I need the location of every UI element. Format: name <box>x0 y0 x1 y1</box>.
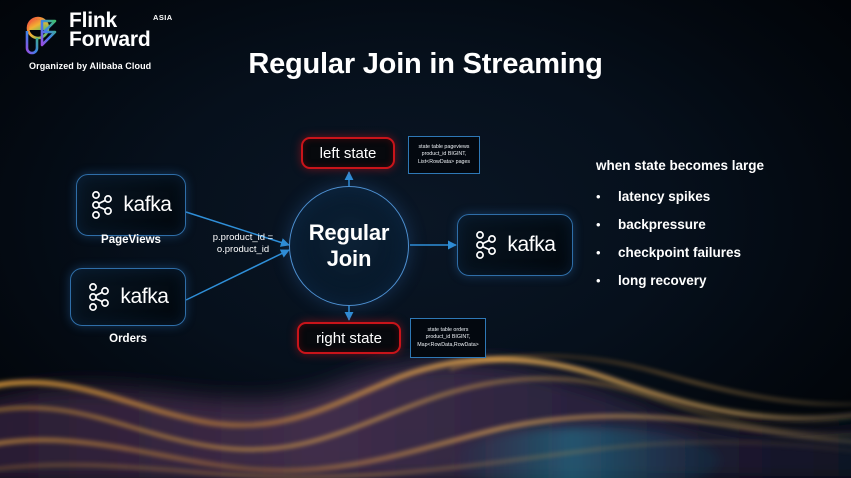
page-title: Regular Join in Streaming <box>248 48 603 80</box>
regular-join-label: Regular Join <box>309 220 390 272</box>
bullet-icon: • <box>596 245 601 260</box>
background-waves <box>0 343 851 478</box>
bullet-icon: • <box>596 273 601 288</box>
left-state-schema-box: state table pageviews product_id BIGINT,… <box>408 136 480 174</box>
list-item: • long recovery <box>596 273 846 288</box>
brand-logo: Flink Forward ASIA Organized by Alibaba … <box>24 9 214 71</box>
brand-logo-row: Flink Forward ASIA <box>24 9 214 55</box>
kafka-icon <box>89 283 110 311</box>
kafka-brand-group: kafka <box>90 190 172 220</box>
kafka-label: kafka <box>123 193 172 216</box>
wave-orange-ribbon-1 <box>0 356 851 428</box>
left-state-schema-text: state table pageviews product_id BIGINT,… <box>417 143 471 165</box>
notes-bullet-label: backpressure <box>618 217 706 232</box>
notes-bullet-label: latency spikes <box>618 189 711 204</box>
organized-by-text: Organized by Alibaba Cloud <box>29 61 152 71</box>
kafka-brand-group: kafka <box>87 282 169 312</box>
regular-join-line-2: Join <box>326 246 372 271</box>
regular-join-node[interactable]: Regular Join <box>289 186 409 306</box>
wave-orange-ribbon-5 <box>449 354 851 406</box>
list-item: • backpressure <box>596 217 846 232</box>
kafka-icon <box>476 231 497 259</box>
regular-join-line-1: Regular <box>308 220 390 245</box>
kafka-label: kafka <box>507 233 556 256</box>
left-state-pill[interactable]: left state <box>301 137 395 169</box>
wave-purple-mass <box>0 360 851 478</box>
list-item: • checkpoint failures <box>596 245 846 260</box>
list-item: • latency spikes <box>596 189 846 204</box>
source-caption-orders: Orders <box>109 333 147 345</box>
notes-heading: when state becomes large <box>596 158 765 173</box>
source-caption-pageviews: PageViews <box>101 234 161 246</box>
right-state-schema-text: state table orders product_id BIGINT, Ma… <box>417 326 479 348</box>
right-state-schema-box: state table orders product_id BIGINT, Ma… <box>410 318 486 358</box>
wave-orange-ribbon-3 <box>0 414 851 473</box>
source-node-orders[interactable]: kafka <box>70 268 186 326</box>
right-state-pill[interactable]: right state <box>297 322 401 354</box>
flink-forward-logo-icon <box>25 16 57 55</box>
notes-panel: when state becomes large • latency spike… <box>596 158 846 301</box>
left-state-label: left state <box>319 144 377 162</box>
brand-line-2: Forward <box>69 27 151 51</box>
kafka-icon <box>92 191 113 219</box>
brand-region: ASIA <box>153 13 173 22</box>
kafka-label: kafka <box>120 285 169 308</box>
bullet-icon: • <box>596 217 601 232</box>
wave-orange-ribbon-2 <box>0 377 851 452</box>
edge-orders-to-join <box>185 249 290 301</box>
wave-teal-patch <box>450 427 720 478</box>
join-predicate-label: p.product_id = o.product_id <box>212 232 274 255</box>
kafka-brand-group: kafka <box>474 230 556 260</box>
brand-wordmark: Flink Forward ASIA <box>69 9 172 51</box>
notes-bullet-label: checkpoint failures <box>618 245 742 260</box>
sink-node-kafka[interactable]: kafka <box>457 214 573 276</box>
source-node-pageviews[interactable]: kafka <box>76 174 186 236</box>
brand-line-1: Flink <box>69 9 118 32</box>
waves-svg <box>0 354 851 478</box>
bullet-icon: • <box>596 189 601 204</box>
notes-bullet-label: long recovery <box>618 273 707 288</box>
right-state-label: right state <box>316 329 382 347</box>
wave-orange-ribbon-4 <box>0 441 851 478</box>
